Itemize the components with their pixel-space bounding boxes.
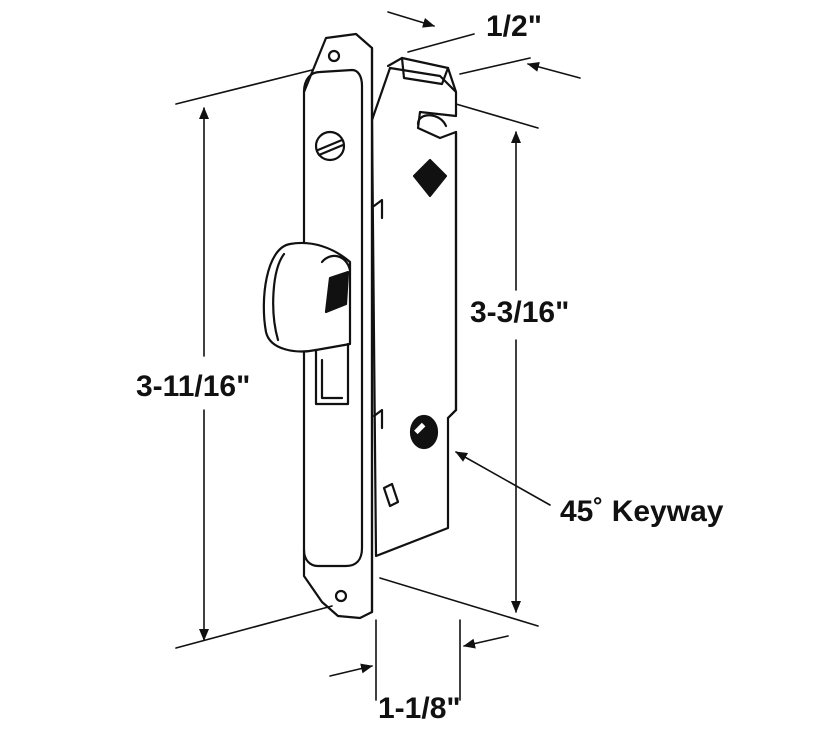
- top-screw-hole-icon: [327, 49, 341, 63]
- dim-label-depth: 1-1/8": [378, 692, 461, 725]
- dimension-lines: [175, 11, 581, 701]
- keyway-callout-label: 45˚ Keyway: [560, 495, 724, 528]
- dim-label-overall-height: 3-11/16": [136, 370, 250, 403]
- latch-hook: [262, 241, 352, 353]
- dim-label-width-top: 1/2": [486, 10, 542, 43]
- bottom-screw-hole-icon: [334, 589, 348, 603]
- lock-case: [370, 56, 458, 558]
- adjustment-screw-icon: [314, 130, 346, 162]
- keyway-cylinder-icon: [409, 414, 439, 450]
- dim-label-inner-height: 3-3/16": [470, 296, 569, 329]
- faceplate: [262, 32, 374, 620]
